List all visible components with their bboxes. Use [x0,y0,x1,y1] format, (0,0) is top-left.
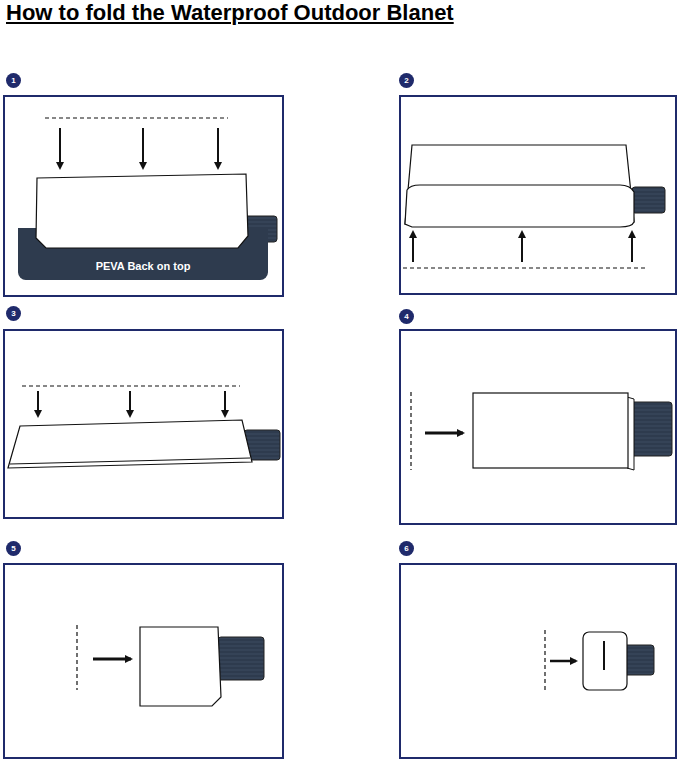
step-label: 4 [404,312,408,321]
step4-drawing [411,392,672,470]
step-label: 2 [404,76,408,85]
step1-drawing [18,118,277,280]
panel-frames [4,96,676,758]
step-label: 1 [11,76,15,85]
step-label: 6 [404,544,408,553]
step-number: 5 [6,541,21,556]
step6-drawing [545,630,654,692]
step5-drawing [77,625,264,706]
step3-drawing [8,386,280,468]
step-number: 4 [399,309,414,324]
step-label: 5 [11,544,15,553]
step-label: 3 [11,309,15,318]
diagram-title: How to fold the Waterproof Outdoor Blane… [6,0,454,26]
peva-back-band: PEVA Back on top [18,252,268,280]
step-number: 3 [6,306,21,321]
step-number: 1 [6,73,21,88]
step-number: 6 [399,541,414,556]
step-number: 2 [399,73,414,88]
band-label: PEVA Back on top [96,260,191,272]
step2-drawing [403,145,665,268]
